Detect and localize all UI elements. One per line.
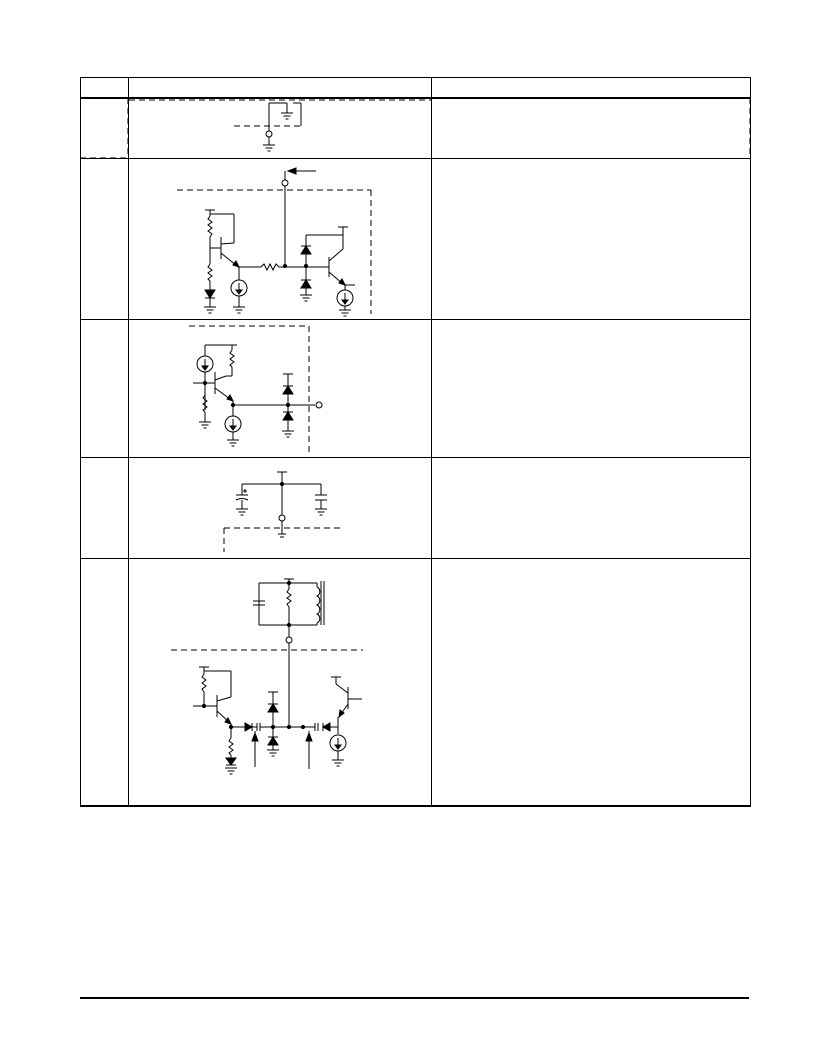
table-header-row	[80, 77, 751, 99]
capacitor-icon	[253, 600, 265, 606]
ground-icon	[199, 421, 211, 429]
description-cell	[431, 457, 751, 559]
arrow-icon	[305, 731, 313, 742]
ground-icon	[300, 294, 312, 302]
resistor-icon	[207, 263, 213, 282]
resistor-icon	[207, 215, 213, 238]
diode-icon	[321, 722, 331, 732]
pin-function-table	[80, 77, 751, 807]
capacitor-icon	[235, 489, 249, 501]
resistor-icon	[228, 737, 234, 756]
pin-cell	[80, 558, 129, 807]
header-description	[431, 77, 751, 99]
ground-icon	[227, 439, 239, 447]
current-source-icon	[224, 415, 242, 433]
ground-icon	[225, 767, 237, 775]
circuit-cell	[128, 158, 432, 320]
ground-icon	[282, 430, 294, 438]
npn-transistor-icon	[335, 683, 362, 719]
diode-icon	[204, 289, 216, 299]
current-source-icon	[230, 279, 248, 297]
pin-terminal-icon	[278, 514, 286, 522]
table-row	[80, 558, 751, 807]
diode-icon	[225, 757, 237, 766]
npn-transistor-icon	[328, 235, 346, 286]
description-cell	[431, 158, 751, 320]
header-equivalent-circuit	[128, 77, 432, 99]
diode-icon	[300, 279, 312, 289]
circuit-cell	[128, 319, 432, 458]
header-pin	[80, 77, 129, 99]
diode-icon	[267, 736, 279, 746]
ground-icon	[233, 306, 245, 314]
current-source-icon	[329, 734, 347, 752]
supply-pin-schematic	[223, 471, 341, 552]
diode-icon	[282, 385, 294, 395]
inductor-icon	[315, 586, 321, 624]
diode-icon	[267, 703, 279, 713]
current-source-icon	[196, 355, 214, 373]
arrow-icon	[251, 731, 259, 742]
ground-icon	[236, 508, 248, 516]
pin-cell	[80, 158, 129, 320]
npn-transistor-icon	[210, 237, 240, 268]
ground-icon	[281, 112, 293, 120]
npn-transistor-icon	[214, 372, 234, 402]
pin-terminal-icon	[281, 179, 289, 187]
pin-cell	[80, 97, 129, 159]
description-cell	[431, 558, 751, 807]
table-row	[80, 319, 751, 458]
output-buffer-schematic	[177, 167, 372, 317]
pin-cell	[80, 457, 129, 559]
arrow-icon	[286, 167, 297, 175]
ground-icon	[332, 759, 344, 767]
diode-icon	[244, 722, 254, 732]
resistor-icon	[260, 262, 280, 272]
ground-icon	[204, 306, 216, 314]
table-row	[80, 158, 751, 320]
current-source-icon	[336, 289, 354, 307]
resistor-icon	[201, 673, 207, 693]
ground-icon	[315, 508, 327, 516]
ground-icon	[263, 144, 275, 152]
pin-terminal-icon	[285, 636, 293, 644]
resistor-icon	[286, 588, 292, 608]
npn-transistor-icon	[216, 695, 232, 725]
resistor-icon	[202, 394, 208, 413]
capacitor-icon	[315, 494, 327, 501]
diode-icon	[282, 411, 294, 421]
circuit-cell	[128, 558, 432, 807]
table-row	[80, 457, 751, 559]
oscillator-tank-schematic	[171, 578, 363, 775]
footer-rule	[80, 997, 749, 999]
ground-icon	[278, 533, 286, 538]
description-cell	[431, 319, 751, 458]
ground-icon	[267, 749, 279, 757]
row1-dashed-boundary	[80, 97, 751, 159]
resistor-icon	[229, 349, 235, 368]
circuit-cell	[128, 457, 432, 559]
reference-input-schematic	[189, 325, 323, 452]
pin-cell	[80, 319, 129, 458]
diode-icon	[300, 245, 312, 255]
pin-terminal-icon	[315, 401, 323, 409]
ground-icon	[339, 309, 351, 317]
ground-pin-schematic	[129, 99, 431, 152]
